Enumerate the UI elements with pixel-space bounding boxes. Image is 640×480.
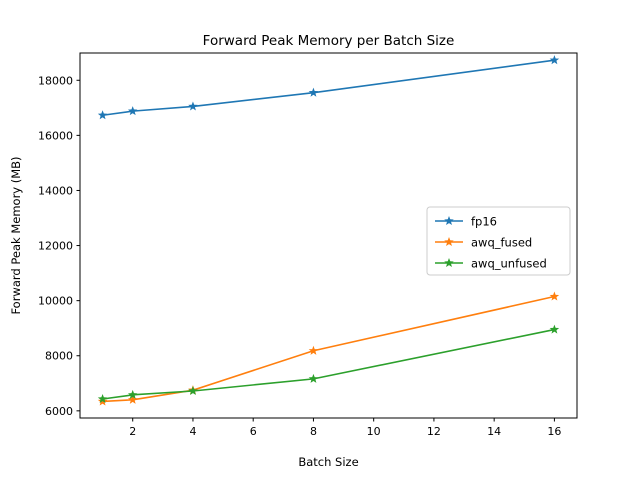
data-point-marker bbox=[127, 389, 138, 399]
series-fp16 bbox=[97, 55, 560, 120]
data-point-marker bbox=[188, 386, 198, 396]
legend-label-awq_unfused[interactable]: awq_unfused bbox=[471, 257, 547, 271]
chart-legend[interactable]: fp16 awq_fused awq_unfused bbox=[426, 206, 571, 276]
data-point-marker bbox=[97, 393, 108, 404]
data-point-marker bbox=[127, 394, 138, 404]
x-axis-ticks: 2 4 6 8 10 12 14 16 bbox=[129, 418, 561, 438]
y-tick-label: 16000 bbox=[38, 129, 73, 142]
y-tick-label: 6000 bbox=[45, 405, 73, 418]
data-point-marker bbox=[549, 324, 560, 334]
y-tick-label: 18000 bbox=[38, 74, 73, 87]
legend-label-fp16[interactable]: fp16 bbox=[471, 215, 497, 229]
data-point-marker bbox=[97, 110, 108, 120]
chart-title: Forward Peak Memory per Batch Size bbox=[203, 33, 455, 49]
series-line-awq_unfused bbox=[101, 328, 556, 400]
data-series-group bbox=[97, 55, 560, 406]
y-tick-label: 14000 bbox=[38, 184, 73, 197]
data-point-marker bbox=[549, 291, 560, 301]
data-point-marker bbox=[188, 101, 198, 111]
y-tick-label: 10000 bbox=[38, 295, 73, 308]
data-point-marker bbox=[308, 373, 319, 383]
x-tick-label: 14 bbox=[487, 425, 501, 438]
series-awq_fused bbox=[97, 291, 560, 406]
plot-frame bbox=[79, 52, 578, 419]
y-axis-ticks: 6000 8000 10000 12000 14000 16000 18000 bbox=[38, 74, 80, 418]
legend-marker-fp16 bbox=[444, 216, 454, 226]
legend-background bbox=[426, 206, 571, 276]
legend-marker-awq_unfused bbox=[444, 258, 454, 268]
legend-label-awq_fused[interactable]: awq_fused bbox=[471, 236, 532, 250]
series-line-fp16 bbox=[101, 59, 556, 117]
y-axis-label: Forward Peak Memory (MB) bbox=[9, 156, 23, 314]
x-axis-label: Batch Size bbox=[298, 455, 358, 469]
series-awq_unfused bbox=[97, 324, 560, 404]
x-tick-label: 8 bbox=[310, 425, 317, 438]
x-tick-label: 6 bbox=[250, 425, 257, 438]
data-point-marker bbox=[127, 106, 138, 116]
x-tick-label: 4 bbox=[189, 425, 196, 438]
data-point-marker bbox=[308, 345, 319, 355]
series-line-awq_fused bbox=[101, 295, 556, 403]
x-tick-label: 2 bbox=[129, 425, 136, 438]
y-tick-label: 12000 bbox=[38, 240, 73, 253]
x-tick-label: 12 bbox=[427, 425, 441, 438]
x-tick-label: 16 bbox=[547, 425, 561, 438]
legend-marker-awq_fused bbox=[444, 237, 454, 247]
x-tick-label: 10 bbox=[367, 425, 381, 438]
data-point-marker bbox=[308, 87, 319, 97]
data-point-marker bbox=[549, 55, 560, 65]
y-tick-label: 8000 bbox=[45, 350, 73, 363]
